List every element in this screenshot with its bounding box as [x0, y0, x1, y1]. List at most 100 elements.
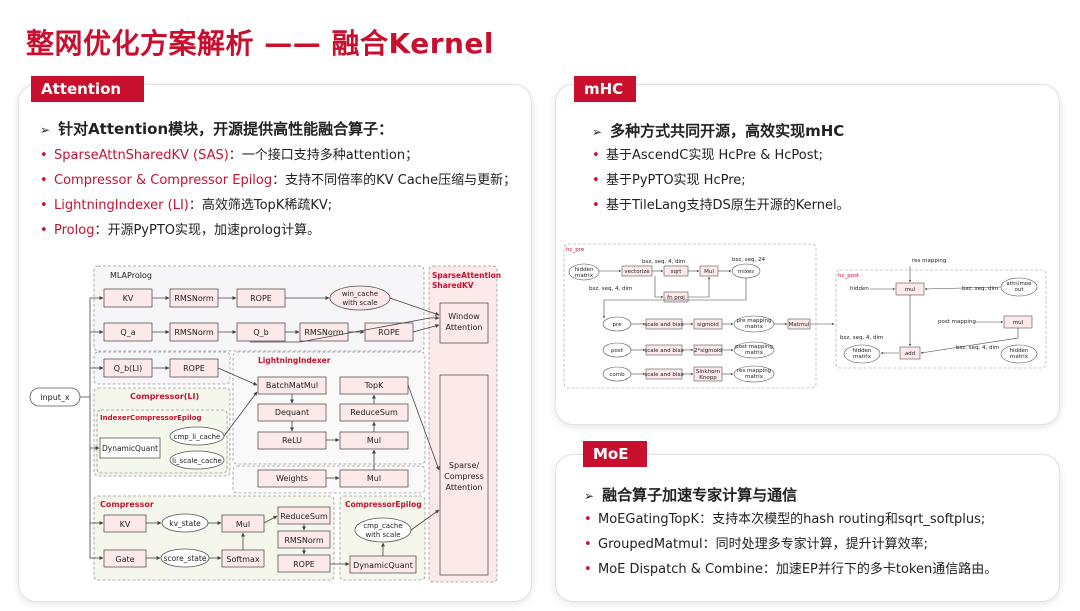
red-dot-icon: •	[584, 512, 592, 527]
fn-proj-text: fn proj	[667, 295, 685, 301]
li-label: LightningIndexer	[258, 356, 331, 365]
list-item: •基于PyPTO实现 HcPre;	[592, 168, 850, 193]
dynamic-quant-text-2: DynamicQuant	[353, 561, 413, 570]
red-dot-icon: •	[40, 173, 48, 188]
win-cache-text-2: with scale	[342, 299, 377, 307]
rope-node-4	[277, 554, 331, 573]
dim-text-3: bsz, seq, 24	[732, 257, 765, 263]
moe-card	[555, 454, 1060, 602]
cmp-li-cache-text: cmp_li_cache	[174, 433, 221, 441]
compressor-epilog-label: CompressorEpilog	[345, 500, 422, 509]
bsz-4dim-text: bsz, seq, 4, dim	[840, 335, 883, 341]
pre-map-text-2: matrix	[745, 324, 764, 330]
sparse-text-3: Attention	[446, 483, 483, 492]
red-dot-icon: •	[592, 148, 600, 163]
window-attention-node	[439, 302, 489, 344]
matmul-text: Matmul	[789, 322, 810, 328]
arrow-right-icon: ➢	[592, 125, 603, 139]
batchmatmul-text: BatchMatMul	[266, 381, 318, 390]
post-mapping-text: post mapping	[938, 319, 976, 325]
hidden-matrix2-text-1: hidden	[853, 348, 872, 354]
rmsnorm-text-1: RMSNorm	[174, 294, 214, 303]
bsz-dim-text: bsz, seq, dim	[962, 286, 998, 292]
list-item: •基于TileLang支持DS原生开源的Kernel。	[592, 193, 850, 218]
mixes-text: mixes	[738, 269, 754, 275]
dynamic-quant-text-1: DynamicQuant	[102, 444, 158, 453]
qb-text: Q_b	[253, 328, 268, 337]
post-map-text-1: post mapping	[735, 344, 773, 350]
sas-label-1: SparseAttention	[432, 271, 501, 280]
softmax-text: Softmax	[226, 555, 259, 564]
input-label: input_x	[40, 393, 70, 402]
attention-heading: ➢针对Attention模块，开源提供高性能融合算子：	[40, 118, 393, 139]
red-dot-icon: •	[584, 562, 592, 577]
moe-heading-text: 融合算子加速专家计算与通信	[602, 486, 798, 504]
mul-text-1: Mul	[367, 436, 381, 445]
bsz-4dim2-text: bsz, seq, 4, dim	[956, 345, 999, 351]
weights-node	[257, 469, 327, 488]
mul-node-3	[221, 514, 265, 533]
post-map-node	[733, 341, 775, 359]
hidden-matrix3-text-2: matrix	[1010, 354, 1029, 360]
kv-node-2	[103, 514, 147, 533]
edge	[412, 324, 440, 333]
mul-text-2: Mul	[367, 474, 381, 483]
ice-label: IndexerCompressorEpilog	[100, 414, 202, 422]
hidden-matrix3-text-1: hidden	[1010, 348, 1029, 354]
mul-text-3: Mul	[236, 520, 250, 529]
red-dot-icon: •	[584, 537, 592, 552]
sparse-text-2: Compress	[444, 472, 484, 481]
mhc-heading: ➢多种方式共同开源，高效实现mHC	[592, 120, 844, 141]
hc-post-group	[835, 269, 1047, 369]
res-map-node	[733, 365, 775, 383]
edge	[410, 509, 440, 531]
res-map-text-1: res mapping	[737, 368, 771, 374]
rope-text-3: ROPE	[183, 364, 205, 373]
rmsnorm-text-2: RMSNorm	[174, 328, 214, 337]
relu-node	[257, 431, 327, 450]
sparse-attention-node	[439, 374, 489, 576]
li-scale-cache-node	[169, 450, 225, 470]
red-dot-icon: •	[592, 173, 600, 188]
edge	[688, 276, 711, 298]
red-dot-icon: •	[40, 148, 48, 163]
hidden-matrix-node-3	[1000, 344, 1038, 364]
dim-text-2: bsz, seq, 4, dim	[642, 259, 685, 265]
hc-post-label: hc_post	[838, 273, 860, 279]
red-dot-icon: •	[592, 198, 600, 213]
post-text: post	[611, 348, 624, 354]
kv-state-text: kv_state	[169, 519, 201, 528]
li-scale-cache-text: li_scale_cache	[172, 457, 222, 465]
window-text-1: Window	[448, 312, 480, 321]
sinkhorn-text-1: Sinkhorn	[696, 369, 721, 375]
qa-text: Q_a	[120, 328, 135, 337]
moe-tag: MoE	[583, 441, 647, 467]
edge	[389, 297, 440, 316]
edge	[250, 316, 440, 343]
qb-li-text: Q_b(LI)	[114, 364, 142, 373]
edge	[654, 276, 664, 299]
mul-text-mhc: Mul	[704, 269, 714, 275]
mla-label: MLAProlog	[110, 271, 152, 280]
cmp-cache-text-1: cmp_cache	[363, 522, 402, 530]
hidden-matrix-node	[568, 263, 600, 281]
rmsnorm-text-4: RMSNorm	[284, 536, 324, 545]
window-text-2: Attention	[446, 323, 483, 332]
attn-moe-text-1: attn/moe	[1006, 281, 1032, 287]
sinkhorn-text-2: Knopp	[699, 375, 717, 381]
moe-list: •MoEGatingTopK：支持本次模型的hash routing和sqrt_…	[584, 507, 997, 582]
comb-text: comb	[609, 372, 625, 378]
sqrt-text: sqrt	[671, 269, 683, 275]
res-mapping-text: res mapping	[912, 258, 946, 264]
pre-map-text-1: pre mapping	[737, 318, 772, 324]
list-item: •Prolog：开源PyPTO实现，加速prolog计算。	[40, 218, 516, 243]
attention-list: •SparseAttnSharedKV (SAS)：一个接口支持多种attent…	[40, 143, 516, 243]
mul-post-text-1: mul	[905, 287, 916, 293]
edge	[602, 278, 747, 319]
score-state-text: score_state	[164, 554, 207, 563]
cmp-cache-text-2: with scale	[365, 531, 400, 539]
sigmoid2-text: 2*sigmoid	[694, 348, 722, 354]
attention-tag: Attention	[31, 76, 144, 102]
